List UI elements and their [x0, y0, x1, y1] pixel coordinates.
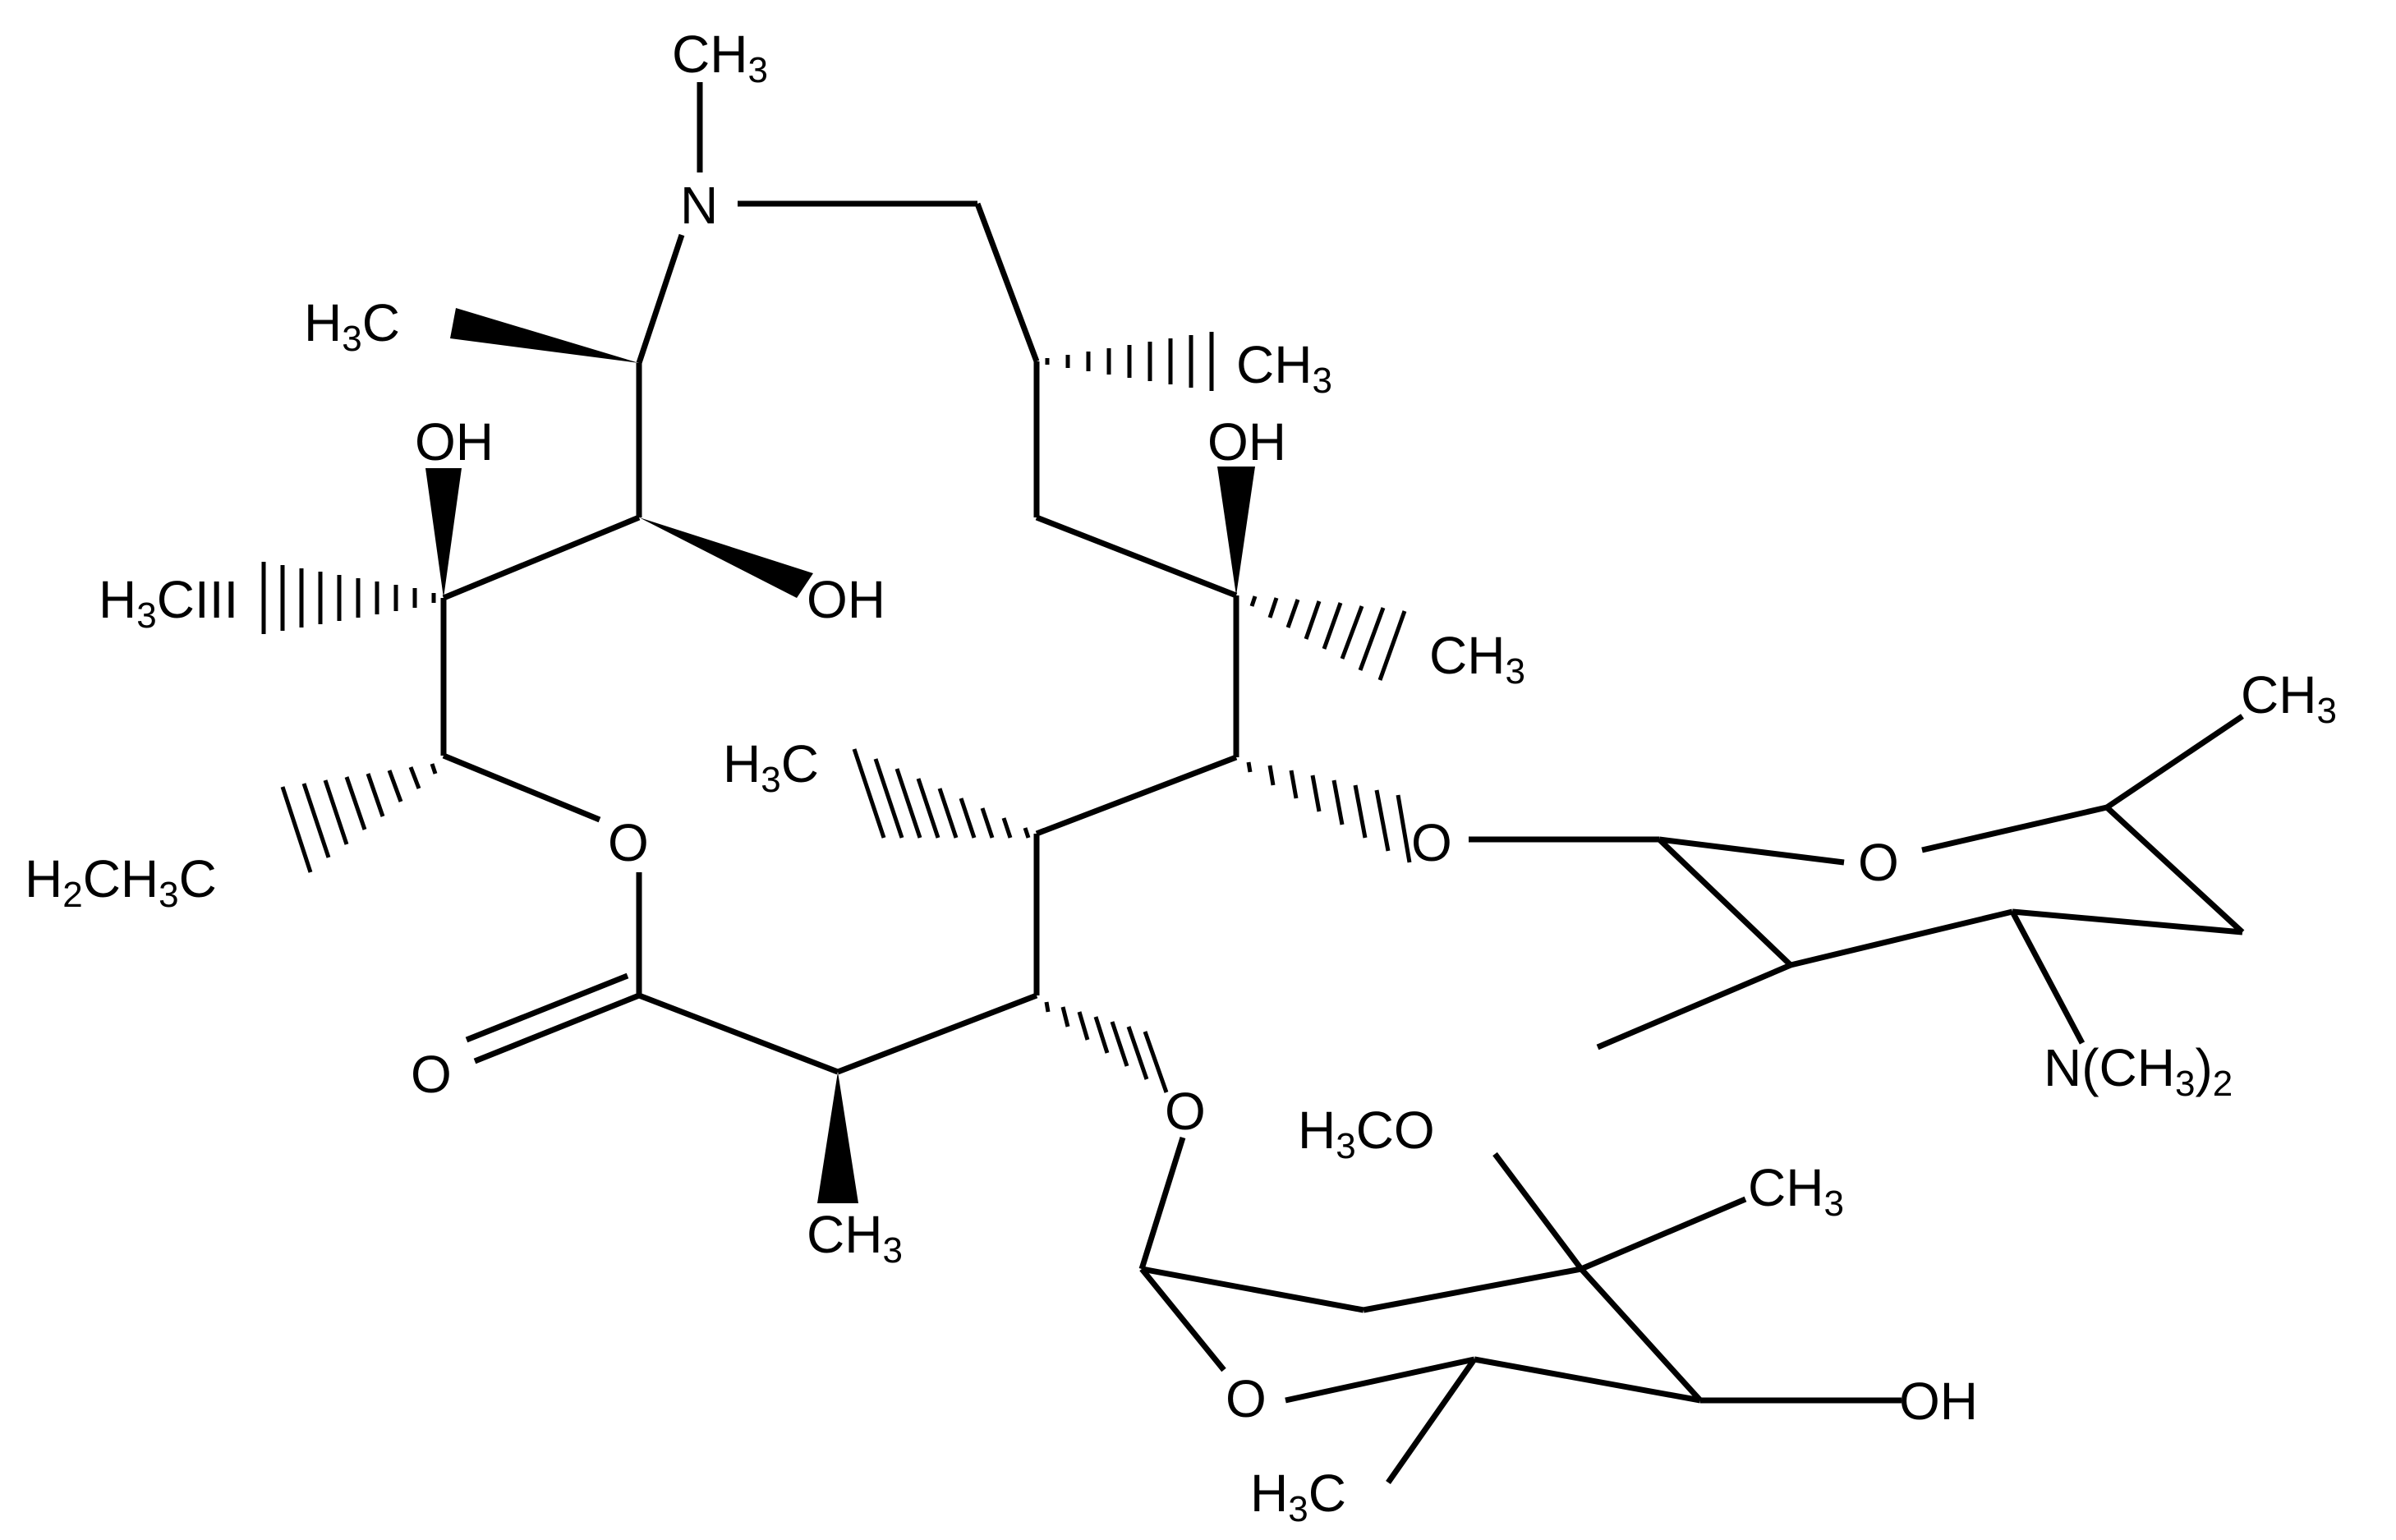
bond-c-ch — [637, 992, 839, 1075]
bond-o-anomeric2 — [1138, 1136, 1186, 1271]
label-n-dimethyl: N(CH3)2 — [2044, 1038, 2233, 1104]
label-ch3-bottom: CH3 — [807, 1205, 903, 1271]
label-o-carbonyl: O — [411, 1045, 452, 1104]
bond-c2-anomeric — [1657, 837, 1793, 968]
hash-h3c-left — [261, 562, 436, 634]
bond-c5-o — [1285, 1356, 1475, 1404]
bond-c3-n — [2009, 910, 2086, 1045]
label-o-sugar2: O — [1226, 1369, 1267, 1428]
label-o-glycoside-upper: O — [1411, 813, 1452, 872]
bond-ch-chO-upper — [1035, 754, 1238, 837]
label-ch3-sugar1-top: CH3 — [2241, 665, 2337, 731]
wedge-oh-left — [425, 468, 462, 598]
bond-c5-c4 — [2104, 805, 2245, 935]
bond-ch2-ch — [974, 202, 1040, 363]
wedges — [425, 308, 1255, 1203]
bond-carbonyl-2 — [465, 972, 629, 1043]
wedge-oh-right — [1217, 467, 1255, 595]
label-n-methyl: CH3 — [672, 25, 768, 90]
label-oh-left: OH — [415, 412, 494, 471]
hash-ch3-right — [1249, 595, 1407, 681]
label-h3c-sugar2: H3C — [1250, 1464, 1346, 1529]
label-oh-sugar2: OH — [1899, 1372, 1978, 1431]
bond-ch-o-ring — [442, 752, 601, 823]
wedge-ch3-bottom — [817, 1072, 858, 1203]
bond-ch2-cq — [1363, 1266, 1582, 1313]
bond-anomeric1-o — [1658, 836, 1845, 866]
bond-c2-methyl — [1596, 962, 1792, 1050]
label-ch3-sugar2: CH3 — [1748, 1158, 1844, 1224]
hashed-wedges — [261, 332, 1412, 1093]
bond-c3-c2 — [1790, 908, 2013, 968]
bond-cq-ch3 — [1580, 1196, 1747, 1272]
bond-cq-coh — [1579, 1266, 1703, 1403]
bond-carbonyl-1 — [473, 992, 641, 1064]
bond-anomeric2-ch2 — [1141, 1266, 1364, 1313]
label-ch3-hashed-upper: CH3 — [1236, 335, 1332, 401]
bond-cq-och3 — [1492, 1152, 1584, 1271]
wedge-h3c-upper — [450, 308, 639, 363]
wedge-oh-center — [639, 517, 813, 598]
label-h2ch3c: H2CH3C — [25, 849, 217, 915]
bond-choh-c — [442, 514, 641, 601]
label-h3co: H3CO — [1298, 1101, 1435, 1166]
hash-o-glycoside-lower — [1044, 1001, 1169, 1093]
label-oh-right: OH — [1207, 412, 1286, 471]
label-h3c-center: H3C — [723, 734, 819, 800]
bond-o-anomeric2b — [1139, 1266, 1226, 1372]
bond-ch2-c-right — [1035, 514, 1238, 599]
label-o-glycoside-lower: O — [1165, 1082, 1206, 1141]
bond-ch-chO — [836, 992, 1038, 1075]
bond-n-ch-left — [636, 233, 685, 365]
hash-ch3-upper — [1045, 332, 1214, 391]
hash-o-glycoside-upper — [1246, 761, 1412, 863]
hash-ethyl — [280, 763, 438, 873]
bond-c4-c3 — [2012, 908, 2243, 935]
label-o-sugar1: O — [1858, 833, 1899, 892]
atom-labels: CH3 N H3C CH3 OH OH OH H3CIII CH3 H3C H2… — [25, 25, 2337, 1529]
bond-c5-ch3 — [2105, 714, 2244, 810]
label-h3c-hashed-left: H3CIII — [99, 570, 238, 636]
label-oh-center: OH — [807, 570, 885, 629]
label-o-ring: O — [608, 813, 649, 872]
label-h3c-left-upper: H3C — [304, 293, 400, 359]
bond-c5-ch3 — [1386, 1357, 1477, 1485]
bonds — [440, 82, 2245, 1485]
bond-coh-c5 — [1474, 1356, 1701, 1404]
label-n: N — [680, 176, 718, 235]
hash-h3c-center — [852, 748, 1031, 839]
label-ch3-hashed-right: CH3 — [1429, 626, 1525, 692]
bond-o-c5 — [1921, 804, 2108, 853]
